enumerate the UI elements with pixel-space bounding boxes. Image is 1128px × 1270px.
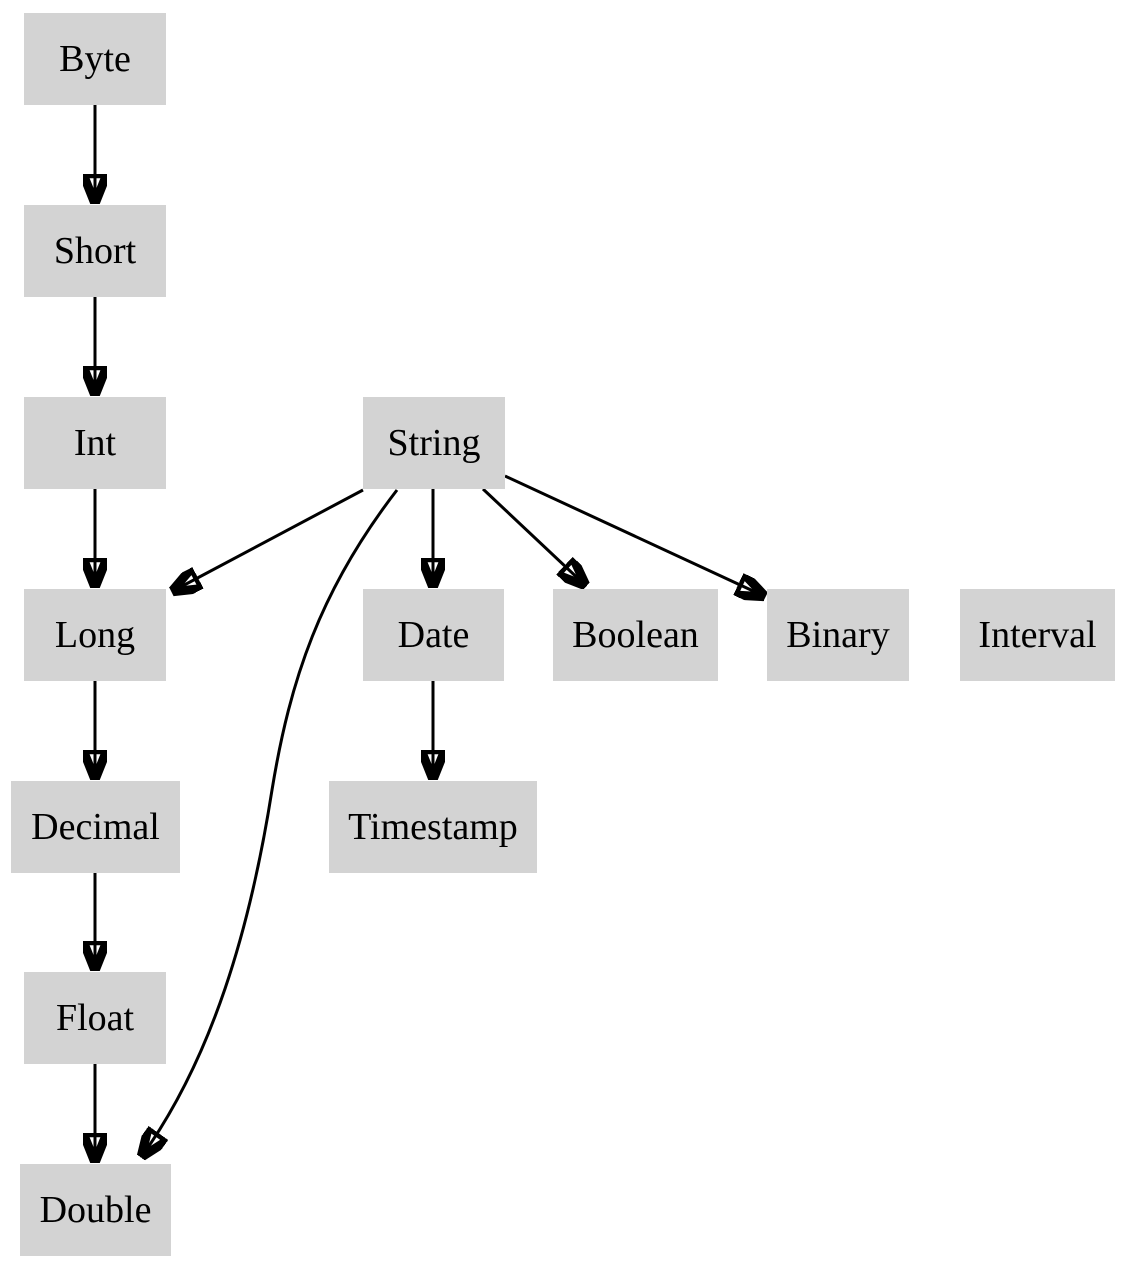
node-byte: Byte <box>24 13 166 105</box>
node-short: Short <box>24 205 166 297</box>
node-timestamp-label: Timestamp <box>348 806 518 848</box>
node-int: Int <box>24 397 166 489</box>
node-string: String <box>363 397 505 489</box>
node-binary: Binary <box>767 589 909 681</box>
node-double-label: Double <box>39 1189 152 1231</box>
node-int-label: Int <box>73 422 117 464</box>
node-byte-label: Byte <box>59 38 131 80</box>
edge-string-long <box>173 488 364 591</box>
edge-string-double <box>142 489 399 1156</box>
edge-string-binary <box>504 474 764 596</box>
node-double: Double <box>20 1164 171 1256</box>
node-decimal-label: Decimal <box>31 806 160 848</box>
node-date-label: Date <box>397 614 470 656</box>
node-binary-label: Binary <box>786 614 890 656</box>
node-interval: Interval <box>960 589 1115 681</box>
node-string-label: String <box>387 422 481 464</box>
node-short-label: Short <box>53 230 137 272</box>
node-long: Long <box>24 589 166 681</box>
node-long-label: Long <box>54 614 136 656</box>
node-float: Float <box>24 972 166 1064</box>
edge-string-boolean <box>481 487 585 585</box>
node-float-label: Float <box>55 997 135 1039</box>
node-decimal: Decimal <box>11 781 180 873</box>
node-timestamp: Timestamp <box>329 781 537 873</box>
node-boolean: Boolean <box>553 589 718 681</box>
node-interval-label: Interval <box>978 614 1097 656</box>
node-date: Date <box>363 589 504 681</box>
node-boolean-label: Boolean <box>572 614 699 656</box>
